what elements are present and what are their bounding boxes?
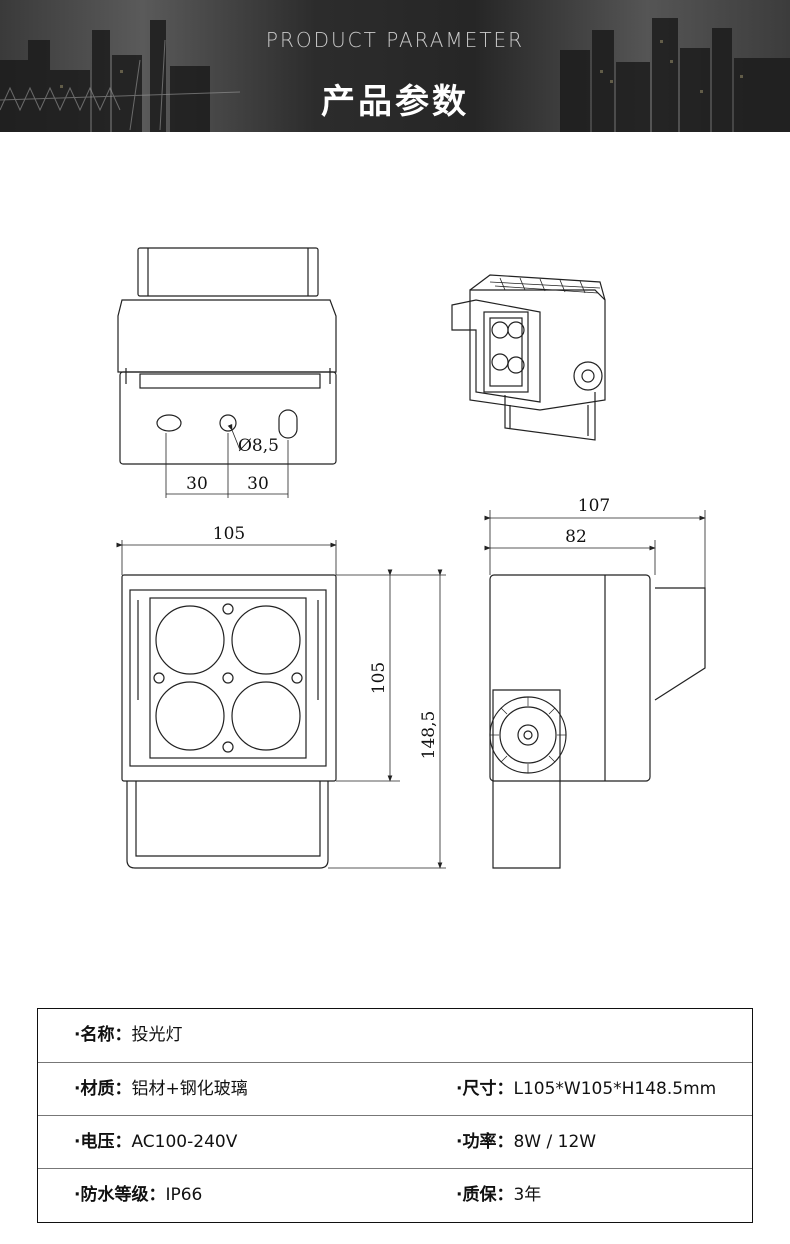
lens-top-right — [231, 605, 301, 675]
isometric-view — [451, 274, 606, 441]
spec-cell: ·质保：3年 — [456, 1169, 541, 1221]
spec-cell: ·功率：8W / 12W — [456, 1116, 596, 1168]
spec-value: 3年 — [513, 1185, 542, 1205]
dim-total-height: 148,5 — [419, 711, 439, 760]
spec-value: IP66 — [165, 1185, 203, 1205]
spec-cell: ·材质：铝材+钢化玻璃 — [74, 1063, 248, 1115]
spec-value: 投光灯 — [131, 1025, 183, 1045]
banner-title-en: PRODUCT PARAMETER — [265, 28, 525, 52]
spec-table: ·名称：投光灯 ·材质：铝材+钢化玻璃 ·尺寸：L105*W105*H148.5… — [37, 1008, 753, 1223]
city-skyline-image — [0, 18, 790, 132]
technical-drawing: 30 30 Ø8,5 105 105 148,5 107 82 — [116, 247, 706, 869]
header-banner: PRODUCT PARAMETER 产品参数 — [0, 0, 790, 132]
spec-label: ·防水等级： — [74, 1185, 166, 1205]
banner-title-cn: 产品参数 — [321, 82, 469, 122]
isometric-knob — [573, 361, 603, 391]
spec-cell: ·尺寸：L105*W105*H148.5mm — [456, 1063, 716, 1115]
front-view — [121, 574, 337, 869]
mount-hole-center — [219, 414, 237, 432]
dim-front-width: 105 — [213, 524, 245, 544]
spec-label: ·名称： — [74, 1025, 132, 1045]
spec-row: ·名称：投光灯 — [38, 1009, 752, 1061]
spec-value: L105*W105*H148.5mm — [513, 1079, 717, 1099]
side-view — [489, 574, 706, 869]
dim-hole-spacing-left: 30 — [186, 474, 208, 494]
spec-cell: ·名称：投光灯 — [74, 1009, 182, 1061]
mount-slot-left — [156, 414, 182, 432]
dim-side-depth-body: 82 — [565, 527, 587, 547]
spec-value: AC100-240V — [131, 1132, 238, 1152]
dim-hole-spacing-right: 30 — [247, 474, 269, 494]
spec-row: ·防水等级：IP66 ·质保：3年 — [38, 1168, 752, 1220]
spec-cell: ·防水等级：IP66 — [74, 1169, 202, 1221]
spec-value: 8W / 12W — [513, 1132, 597, 1152]
top-view — [117, 247, 337, 465]
spec-label: ·电压： — [74, 1132, 132, 1152]
spec-label: ·材质： — [74, 1079, 132, 1099]
spec-cell: ·电压：AC100-240V — [74, 1116, 237, 1168]
dim-hole-diameter: Ø8,5 — [238, 436, 279, 456]
dim-side-depth-total: 107 — [578, 496, 610, 516]
dim-front-height: 105 — [369, 662, 389, 694]
lens-bottom-left — [155, 681, 225, 751]
spec-label: ·功率： — [456, 1132, 514, 1152]
lens-top-left — [155, 605, 225, 675]
lens-bottom-right — [231, 681, 301, 751]
spec-label: ·质保： — [456, 1185, 514, 1205]
spec-value: 铝材+钢化玻璃 — [131, 1079, 248, 1099]
spec-row: ·电压：AC100-240V ·功率：8W / 12W — [38, 1115, 752, 1167]
mount-slot-right — [278, 409, 298, 439]
spec-row: ·材质：铝材+钢化玻璃 ·尺寸：L105*W105*H148.5mm — [38, 1062, 752, 1114]
spec-label: ·尺寸： — [456, 1079, 514, 1099]
